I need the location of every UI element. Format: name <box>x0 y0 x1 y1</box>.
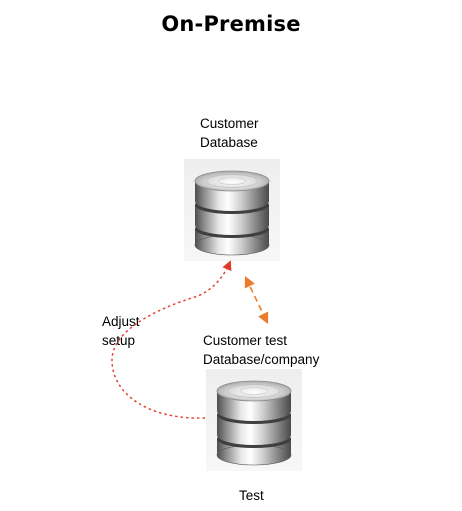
customer-database-label: Customer Database <box>200 114 259 152</box>
adjust-setup-loop-arrow <box>111 260 232 419</box>
customer-database-icon <box>183 158 281 262</box>
adjust-setup-label-line-1: Adjust <box>102 314 140 329</box>
customer-test-database-icon <box>205 368 303 472</box>
adjust-setup-label: Adjust setup <box>102 312 140 350</box>
customer-test-database-label-line-1: Customer test <box>203 333 288 348</box>
customer-test-database-label: Customer test Database/company <box>203 331 319 369</box>
diagram-title: On-Premise <box>161 12 301 36</box>
customer-database-label-line-1: Customer <box>200 116 259 131</box>
customer-database-label-line-2: Database <box>200 135 258 150</box>
sync-arrow <box>244 275 269 325</box>
adjust-setup-label-line-2: setup <box>102 333 136 348</box>
customer-test-database-label-line-2: Database/company <box>203 352 320 367</box>
test-caption: Test <box>239 488 264 503</box>
